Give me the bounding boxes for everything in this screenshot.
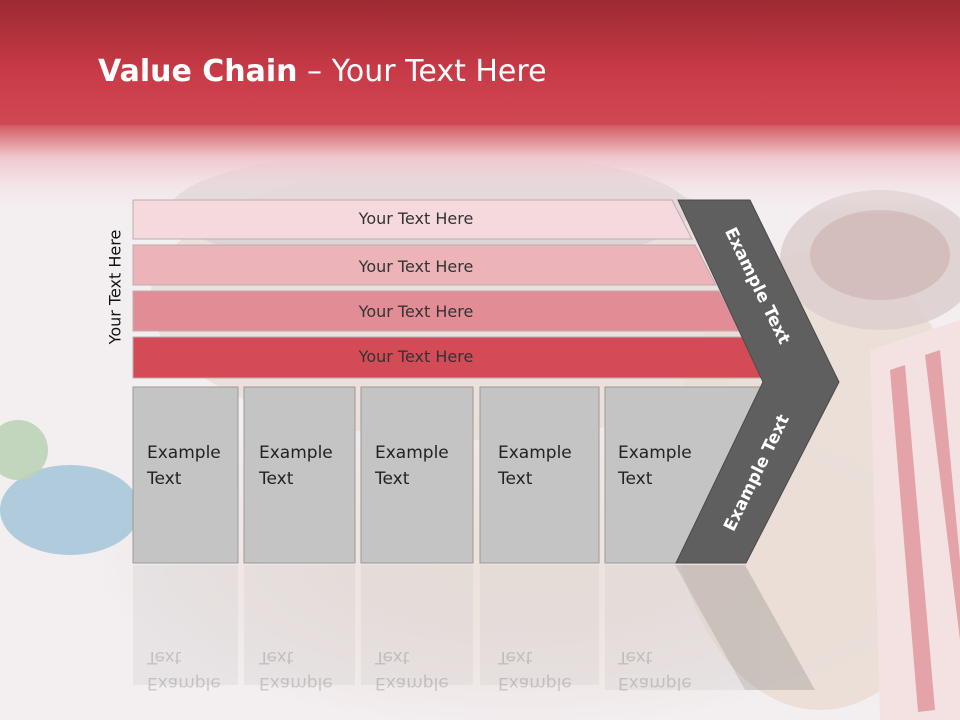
bar-4: Your Text Here	[132, 336, 765, 379]
reflection-text: Example Text Example Text Example Text E…	[146, 647, 692, 693]
bar-2-label: Your Text Here	[358, 257, 474, 276]
box-2: Example Text	[243, 386, 356, 564]
title-rest: – Your Text Here	[297, 54, 547, 89]
box-3-reflection	[361, 565, 473, 685]
box-1-reflection-line2: Text	[146, 647, 182, 667]
box-2-line2: Text	[258, 469, 294, 489]
box-3-line2: Text	[374, 469, 410, 489]
box-5-reflection-line1: Example	[618, 673, 692, 693]
slide-title: Value Chain – Your Text Here	[98, 54, 547, 89]
box-1-reflection-line1: Example	[147, 673, 221, 693]
box-3-shape	[360, 386, 474, 564]
box-5-reflection-line2: Text	[617, 647, 653, 667]
box-4-reflection-line1: Example	[498, 673, 572, 693]
box-5-line2: Text	[617, 469, 653, 489]
box-4-line2: Text	[497, 469, 533, 489]
box-1-line2: Text	[146, 469, 182, 489]
candy-wrapper	[0, 420, 140, 555]
box-3: Example Text	[360, 386, 474, 564]
bar-4-label: Your Text Here	[358, 347, 474, 366]
bar-2: Your Text Here	[132, 244, 717, 286]
header-band	[0, 0, 960, 130]
box-3-line1: Example	[375, 443, 449, 463]
box-4-shape	[479, 386, 600, 564]
box-5: Example Text	[604, 386, 763, 564]
box-4: Example Text	[479, 386, 600, 564]
box-1: Example Text	[132, 386, 239, 564]
box-2-reflection-line2: Text	[258, 647, 294, 667]
bar-2-shape	[132, 244, 717, 286]
box-1-reflection	[133, 565, 238, 685]
box-1-line1: Example	[147, 443, 221, 463]
box-4-line1: Example	[498, 443, 572, 463]
chevron-shape	[675, 199, 840, 564]
box-2-line1: Example	[259, 443, 333, 463]
box-3-reflection-line1: Example	[375, 673, 449, 693]
box-2-reflection-line1: Example	[259, 673, 333, 693]
box-1-shape	[132, 386, 239, 564]
box-4-reflection-line2: Text	[497, 647, 533, 667]
reflection-group	[133, 565, 815, 690]
bar-3: Your Text Here	[132, 290, 741, 332]
box-3-reflection-line2: Text	[374, 647, 410, 667]
box-5-reflection	[605, 565, 745, 690]
bar-1: Your Text Here	[132, 199, 693, 240]
box-2-shape	[243, 386, 356, 564]
film-reel	[780, 190, 960, 330]
box-5-line1: Example	[618, 443, 692, 463]
bar-1-label: Your Text Here	[358, 209, 474, 228]
bar-3-label: Your Text Here	[358, 302, 474, 321]
title-bold: Value Chain	[98, 54, 298, 89]
popcorn-box	[870, 320, 960, 720]
box-4-reflection	[480, 565, 599, 685]
bar-1-shape	[132, 199, 693, 240]
chevron-reflection	[675, 565, 815, 690]
box-2-reflection	[244, 565, 355, 685]
